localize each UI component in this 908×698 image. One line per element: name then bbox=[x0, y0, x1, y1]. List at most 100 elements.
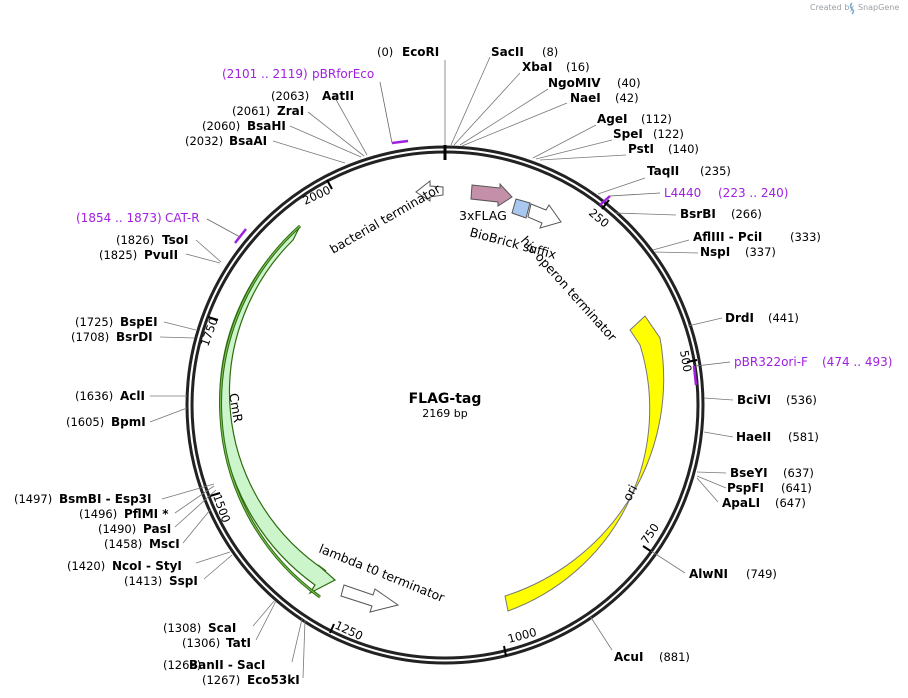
tick-750 bbox=[642, 545, 653, 553]
site-pos-pspfi: (641) bbox=[781, 481, 812, 495]
tick-500 bbox=[686, 359, 698, 363]
site-name-bseyi[interactable]: BseYI bbox=[730, 466, 768, 480]
site-name-nspi[interactable]: NspI bbox=[700, 245, 730, 259]
site-name-sspi[interactable]: SspI bbox=[169, 574, 198, 588]
site-name-banii[interactable]: BanII - SacI bbox=[189, 658, 265, 672]
site-pos-drdi: (441) bbox=[768, 311, 799, 325]
site-pos-bsaai: (2032) bbox=[185, 134, 223, 148]
site-pos-pvuii: (1825) bbox=[99, 248, 137, 262]
site-pos-ecori: (0) bbox=[377, 45, 393, 59]
site-name-tati[interactable]: TatI bbox=[226, 636, 251, 650]
primer-leader-pbrforeco bbox=[379, 81, 393, 144]
site-pos-bsrbi: (266) bbox=[731, 207, 762, 221]
site-name-pspfi[interactable]: PspFI bbox=[727, 481, 764, 495]
flag-label: 3xFLAG bbox=[459, 208, 507, 223]
site-pos-alwni: (749) bbox=[746, 567, 777, 581]
tick-250 bbox=[601, 199, 610, 210]
site-name-sacii[interactable]: SacII bbox=[491, 45, 524, 59]
site-name-scai[interactable]: ScaI bbox=[208, 621, 236, 635]
site-name-acui[interactable]: AcuI bbox=[614, 650, 643, 664]
site-name-naei[interactable]: NaeI bbox=[570, 91, 601, 105]
site-pos-naei: (42) bbox=[615, 91, 639, 105]
site-pos-afliii-pcii: (333) bbox=[790, 230, 821, 244]
site-name-ecori[interactable]: EcoRI bbox=[402, 45, 439, 59]
primer-mark-pbrforeco[interactable] bbox=[391, 139, 409, 145]
brand: SnapGene bbox=[858, 3, 899, 12]
site-pos-zrai: (2061) bbox=[232, 104, 270, 118]
site-pos-agei: (112) bbox=[641, 112, 672, 126]
site-name-bsrbi[interactable]: BsrBI bbox=[680, 207, 716, 221]
site-name-acli[interactable]: AclI bbox=[120, 389, 145, 403]
primer-name-pbrforeco[interactable]: pBRforEco bbox=[312, 67, 374, 81]
site-pos-sacii: (8) bbox=[542, 45, 558, 59]
site-pos-haeii: (581) bbox=[788, 430, 819, 444]
site-pos-pflmi: (1496) bbox=[79, 507, 117, 521]
site-name-bsahi[interactable]: BsaHI bbox=[247, 119, 286, 133]
site-pos-tati: (1306) bbox=[182, 636, 220, 650]
flag-arrow[interactable] bbox=[470, 182, 513, 207]
his-terminator-arrow[interactable] bbox=[527, 203, 562, 229]
primer-mark-catr[interactable] bbox=[234, 228, 247, 244]
site-pos-apali: (647) bbox=[775, 496, 806, 510]
site-pos-bspei: (1725) bbox=[75, 315, 113, 329]
backbone bbox=[185, 145, 705, 665]
site-labels: (0) EcoRI SacII (8) XbaI (16) NgoMIV (40… bbox=[14, 45, 821, 687]
site-pos-eco53ki: (1267) bbox=[202, 673, 240, 687]
site-pos-tsoi: (1826) bbox=[116, 233, 154, 247]
primer-name-l4440[interactable]: L4440 bbox=[664, 186, 701, 200]
site-name-bsrdi[interactable]: BsrDI bbox=[116, 330, 153, 344]
primer-range-pbr322ori: (474 .. 493) bbox=[822, 355, 892, 369]
primer-mark-l4440[interactable] bbox=[599, 195, 611, 206]
site-name-agei[interactable]: AgeI bbox=[597, 112, 627, 126]
site-pos-nspi: (337) bbox=[745, 245, 776, 259]
primer-name-catr[interactable]: CAT-R bbox=[165, 211, 200, 225]
site-leaders bbox=[149, 56, 734, 679]
bacterial-terminator-arrow[interactable] bbox=[415, 179, 444, 202]
site-pos-bseyi: (637) bbox=[783, 466, 814, 480]
plasmid-name: FLAG-tag bbox=[409, 391, 482, 407]
site-name-afliii-pcii[interactable]: AflIII - PciI bbox=[693, 230, 762, 244]
primer-leader-catr bbox=[206, 218, 241, 238]
site-name-xbai[interactable]: XbaI bbox=[522, 60, 552, 74]
site-name-aatii[interactable]: AatII bbox=[322, 89, 354, 103]
site-name-drdi[interactable]: DrdI bbox=[725, 311, 754, 325]
site-name-tsoi[interactable]: TsoI bbox=[162, 233, 188, 247]
site-pos-bsrdi: (1708) bbox=[71, 330, 109, 344]
site-pos-psti: (140) bbox=[668, 142, 699, 156]
site-pos-bsahi: (2060) bbox=[202, 119, 240, 133]
site-name-bcivi[interactable]: BciVI bbox=[737, 393, 771, 407]
site-name-apali[interactable]: ApaLI bbox=[722, 496, 760, 510]
site-name-msci[interactable]: MscI bbox=[149, 537, 180, 551]
site-name-pvuii[interactable]: PvuII bbox=[144, 248, 178, 262]
cmr-highlight-glow bbox=[220, 225, 321, 598]
site-name-bpmi[interactable]: BpmI bbox=[111, 415, 146, 429]
site-pos-taqii: (235) bbox=[700, 164, 731, 178]
ori-arrow[interactable] bbox=[504, 315, 665, 612]
site-pos-acli: (1636) bbox=[75, 389, 113, 403]
site-name-ncoi[interactable]: NcoI - StyI bbox=[112, 559, 182, 573]
site-name-bsmbi[interactable]: BsmBI - Esp3I bbox=[59, 492, 151, 506]
site-name-zrai[interactable]: ZraI bbox=[277, 104, 304, 118]
site-pos-ncoi: (1420) bbox=[67, 559, 105, 573]
primer-mark-pbr322ori[interactable] bbox=[692, 365, 698, 386]
lambda-terminator-arrow[interactable] bbox=[340, 584, 400, 613]
primer-range-catr: (1854 .. 1873) bbox=[76, 211, 162, 225]
site-name-bsaai[interactable]: BsaAI bbox=[229, 134, 267, 148]
credit: Created by SnapGene bbox=[810, 2, 899, 15]
site-name-pflmi[interactable]: PflMI * bbox=[124, 507, 169, 521]
site-name-ngomiv[interactable]: NgoMIV bbox=[548, 76, 601, 90]
site-name-bspei[interactable]: BspEI bbox=[120, 315, 158, 329]
site-name-psti[interactable]: PstI bbox=[628, 142, 654, 156]
site-name-spei[interactable]: SpeI bbox=[613, 127, 643, 141]
plasmid-length: 2169 bp bbox=[422, 407, 467, 420]
site-pos-bcivi: (536) bbox=[786, 393, 817, 407]
site-name-pasi[interactable]: PasI bbox=[143, 522, 171, 536]
site-name-haeii[interactable]: HaeII bbox=[736, 430, 771, 444]
site-pos-scai: (1308) bbox=[163, 621, 201, 635]
biobrick-box[interactable] bbox=[511, 198, 531, 219]
site-name-taqii[interactable]: TaqII bbox=[647, 164, 679, 178]
site-name-eco53ki[interactable]: Eco53kI bbox=[247, 673, 300, 687]
primer-name-pbr322ori[interactable]: pBR322ori-F bbox=[734, 355, 808, 369]
site-name-alwni[interactable]: AlwNI bbox=[689, 567, 728, 581]
site-pos-banii: (1269) bbox=[163, 658, 201, 672]
